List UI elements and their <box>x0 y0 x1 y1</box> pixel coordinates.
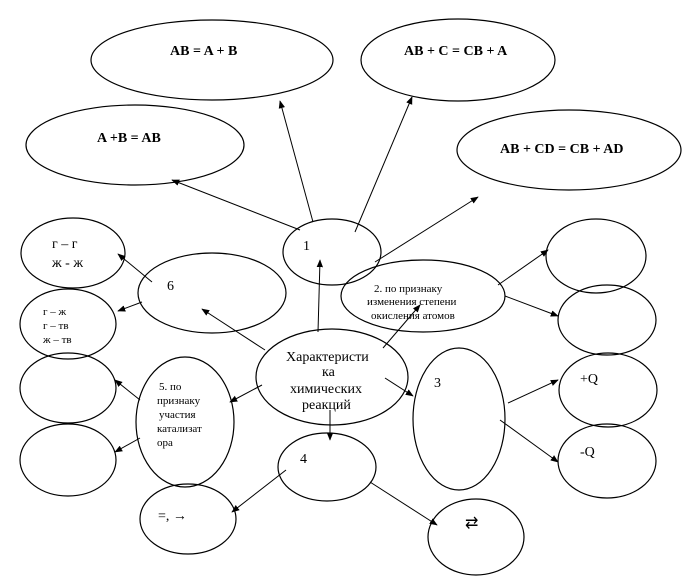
label-phase2-line3: ж – тв <box>42 334 72 346</box>
label-phase2-line1: г – ж <box>43 306 67 318</box>
label-mid-right: AB + CD = CB + AD <box>500 142 624 157</box>
label-node6: 6 <box>167 279 174 294</box>
label-reversible: ⇄ <box>465 515 478 532</box>
arrow-5-to-left-b <box>114 437 141 453</box>
arrow-4-to-irreversible <box>231 469 287 513</box>
ellipse-top-center <box>90 19 334 101</box>
arrow-5-to-left-a <box>114 379 141 401</box>
label-top-center: AB = A + B <box>170 44 237 59</box>
label-node2-line2: изменения степени <box>367 296 456 308</box>
label-center-line3: химических <box>290 382 362 397</box>
ellipse-mid-right <box>456 109 682 191</box>
label-center-line2: ка <box>322 365 336 380</box>
label-node2-line3: окисления атомов <box>371 310 455 322</box>
ellipse-right-mid <box>557 284 657 356</box>
ellipse-plusQ <box>558 352 658 428</box>
label-node5-line4: катализат <box>157 423 202 435</box>
label-top-right: AB + C = CB + A <box>404 44 508 59</box>
ellipse-reversible <box>427 498 525 576</box>
label-node5-line3: участия <box>159 409 196 421</box>
ellipse-node1 <box>282 218 382 286</box>
label-minusQ: -Q <box>580 445 595 460</box>
arrow-6-to-phase1 <box>117 253 153 283</box>
label-phase2-line2: г – тв <box>43 320 69 332</box>
arrow-3-to-plusQ <box>507 379 559 404</box>
label-node5-line1: 5. по <box>159 381 182 393</box>
label-phase1-line2: ж - ж <box>51 256 83 271</box>
ellipse-irreversible <box>139 483 237 555</box>
ellipse-right-top <box>545 218 647 294</box>
label-node4: 4 <box>300 452 307 467</box>
arrow-1-to-mid-left <box>171 179 301 231</box>
label-phase1-line1: г – г <box>52 237 78 252</box>
ellipse-phase2 <box>19 288 117 360</box>
arrow-center-to-5 <box>229 384 263 403</box>
label-node5-line5: ора <box>157 437 173 449</box>
ellipse-node5 <box>135 356 235 488</box>
ellipse-mid-left <box>25 104 245 186</box>
arrow-1-to-top-right <box>354 96 413 233</box>
ellipse-center <box>255 328 409 426</box>
label-node3: 3 <box>434 376 441 391</box>
ellipse-node4 <box>277 432 377 502</box>
label-node1: 1 <box>303 239 310 254</box>
arrow-center-to-2 <box>382 304 421 349</box>
ellipse-phase1 <box>20 217 126 289</box>
ellipse-left-b <box>19 423 117 497</box>
arrow-6-to-phase2 <box>117 301 143 312</box>
arrow-center-to-3 <box>384 377 414 397</box>
arrow-center-to-1 <box>316 259 323 333</box>
label-node5-line2: признаку <box>157 395 201 407</box>
ellipse-left-a <box>19 352 117 424</box>
arrow-2-to-right-top <box>497 249 549 286</box>
arrow-3-to-minusQ <box>499 419 559 463</box>
label-plusQ: +Q <box>580 372 598 387</box>
label-center-line1: Характеристи <box>286 350 369 365</box>
label-center-line4: реакций <box>302 398 351 413</box>
label-mid-left: A +B = AB <box>97 131 161 146</box>
label-node2-line1: 2. по признаку <box>374 283 443 295</box>
arrow-1-to-mid-right <box>374 196 479 263</box>
ellipse-node3 <box>412 347 506 491</box>
ellipse-top-right <box>360 18 556 102</box>
ellipse-node6 <box>137 252 287 334</box>
arrow-center-to-6 <box>201 308 266 351</box>
ellipse-minusQ <box>557 423 657 499</box>
arrow-1-to-top-center <box>278 100 314 223</box>
arrow-2-to-right-mid <box>504 295 559 317</box>
arrow-4-to-reversible <box>369 481 438 526</box>
label-irreversible: =, → <box>158 509 187 524</box>
